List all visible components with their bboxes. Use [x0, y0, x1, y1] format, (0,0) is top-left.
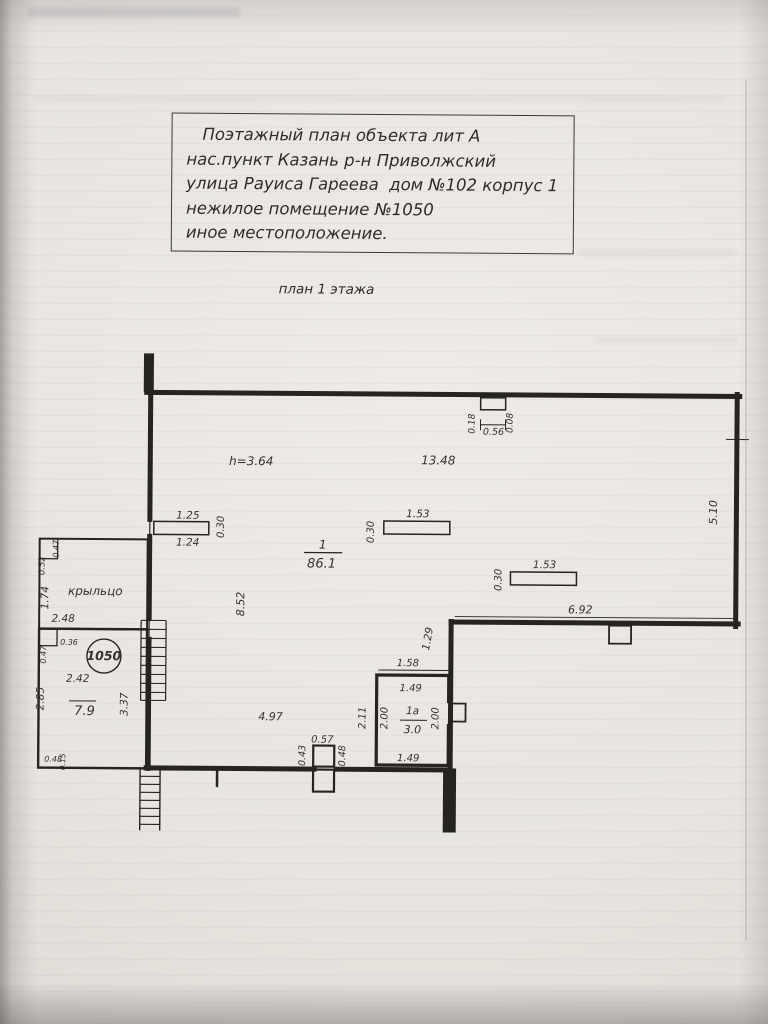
dim-door-d1: 0.43	[297, 745, 308, 766]
porch-label: крыльцо	[68, 584, 123, 598]
walls	[36, 353, 749, 833]
dim-pilaster-top: 1.25	[176, 510, 200, 522]
dim-top-notch-right: 0.08	[505, 413, 515, 433]
wall-stub-top-left	[143, 353, 155, 393]
dim-top-notch-width: 0.56	[483, 427, 504, 438]
dim-r79-d1: 0.47	[39, 645, 48, 664]
dim-hall-width: 13.48	[421, 453, 456, 467]
hall-room-number: 1	[319, 538, 327, 552]
dim-corridor-offset: 1.29	[420, 626, 436, 651]
dim-r1a-height-left: 2.00	[379, 707, 390, 729]
dim-porch-height: 1.74	[39, 586, 51, 609]
hall-ceiling-height: h=3.64	[229, 454, 273, 468]
dim-pilaster-bottom: 1.24	[176, 537, 199, 549]
dim-top-notch-left: 0.18	[467, 413, 477, 433]
column-1	[383, 520, 451, 536]
underlying-page-edge	[745, 80, 747, 940]
dim-hall-height-left: 8.52	[234, 592, 247, 617]
door-block-lower	[311, 768, 336, 793]
room1a-door-jamb	[449, 702, 467, 723]
wall-left-lower	[145, 636, 152, 771]
room1a-walls	[374, 673, 451, 768]
dim-r79-height-left: 2.85	[35, 687, 47, 711]
wall-left-upper	[147, 387, 154, 522]
room79-outline	[36, 627, 149, 770]
column-2	[509, 571, 578, 587]
room1a-number: 1а	[406, 705, 419, 717]
dim-door-width: 0.57	[311, 735, 334, 746]
dim-line-bottom-right-wall	[454, 616, 734, 619]
plan-labels: 0.18 0.56 0.08 h=3.64 13.48 5.10 1.25 0.…	[35, 413, 720, 771]
vent-notch-top	[479, 396, 507, 411]
room79-corner-cell	[38, 627, 58, 647]
wall-right	[733, 391, 740, 630]
hall-room-area: 86.1	[307, 556, 336, 571]
dim-r1a-height-right: 2.00	[430, 707, 441, 729]
unit-number-circle	[86, 638, 122, 674]
wall-top	[144, 389, 743, 400]
dim-r1a-top-outer: 1.58	[397, 658, 419, 669]
dim-hall-bottom-width: 4.97	[258, 710, 283, 723]
dim-porch-width: 2.48	[51, 613, 75, 625]
wall-left-middle	[146, 533, 153, 621]
wall-corridor-right	[447, 618, 454, 774]
stair-edge	[139, 620, 142, 701]
dim-r79-d2: 0.36	[60, 638, 78, 647]
dim-column2-depth: 0.30	[493, 569, 504, 591]
entrance-stairs	[139, 619, 167, 702]
ink-bleed-mark	[596, 338, 736, 343]
porch-corner-cell	[38, 537, 59, 560]
dim-r1a-bottom: 1.49	[397, 753, 419, 764]
dim-door-d2: 0.48	[337, 745, 348, 766]
dim-pilaster-depth: 0.30	[216, 516, 227, 538]
dim-column1-depth: 0.30	[366, 521, 377, 543]
door-block-upper	[312, 744, 336, 768]
stair-edge	[164, 620, 167, 701]
dim-porch-d2: 0.47	[52, 539, 61, 558]
ink-bleed-mark	[36, 96, 726, 101]
dim-corridor-width: 2.11	[357, 707, 368, 729]
wall-notch-bottom-right	[608, 624, 633, 645]
dim-r79-d3: 0.48	[44, 755, 62, 764]
unit-number: 1050	[86, 648, 121, 663]
wall-bottom-right	[448, 619, 741, 627]
wall-bottom-right-segment	[333, 766, 453, 773]
dim-hall-height-right: 5.10	[707, 500, 720, 525]
room79-area: 7.9	[74, 704, 95, 719]
ink-bleed-mark	[28, 8, 240, 17]
dim-r79-width: 2.42	[66, 673, 90, 685]
dim-porch-d1: 0.52	[37, 556, 47, 575]
dim-r1a-top-inner: 1.49	[400, 683, 422, 694]
wall-bottom-left-segment	[143, 765, 317, 772]
pilaster-left	[152, 520, 210, 536]
wall-corridor-end	[442, 768, 457, 833]
dim-r79-height-right: 3.37	[118, 692, 130, 716]
dim-wall-bottom-right: 6.92	[568, 603, 593, 616]
lower-left-stairs	[138, 768, 161, 831]
ink-bleed-mark	[578, 250, 736, 255]
room1a-area: 3.0	[404, 723, 422, 736]
dim-column2-length: 1.53	[533, 559, 556, 571]
dim-column1-length: 1.53	[406, 508, 429, 520]
dim-r79-d4: 0.15	[58, 753, 67, 770]
